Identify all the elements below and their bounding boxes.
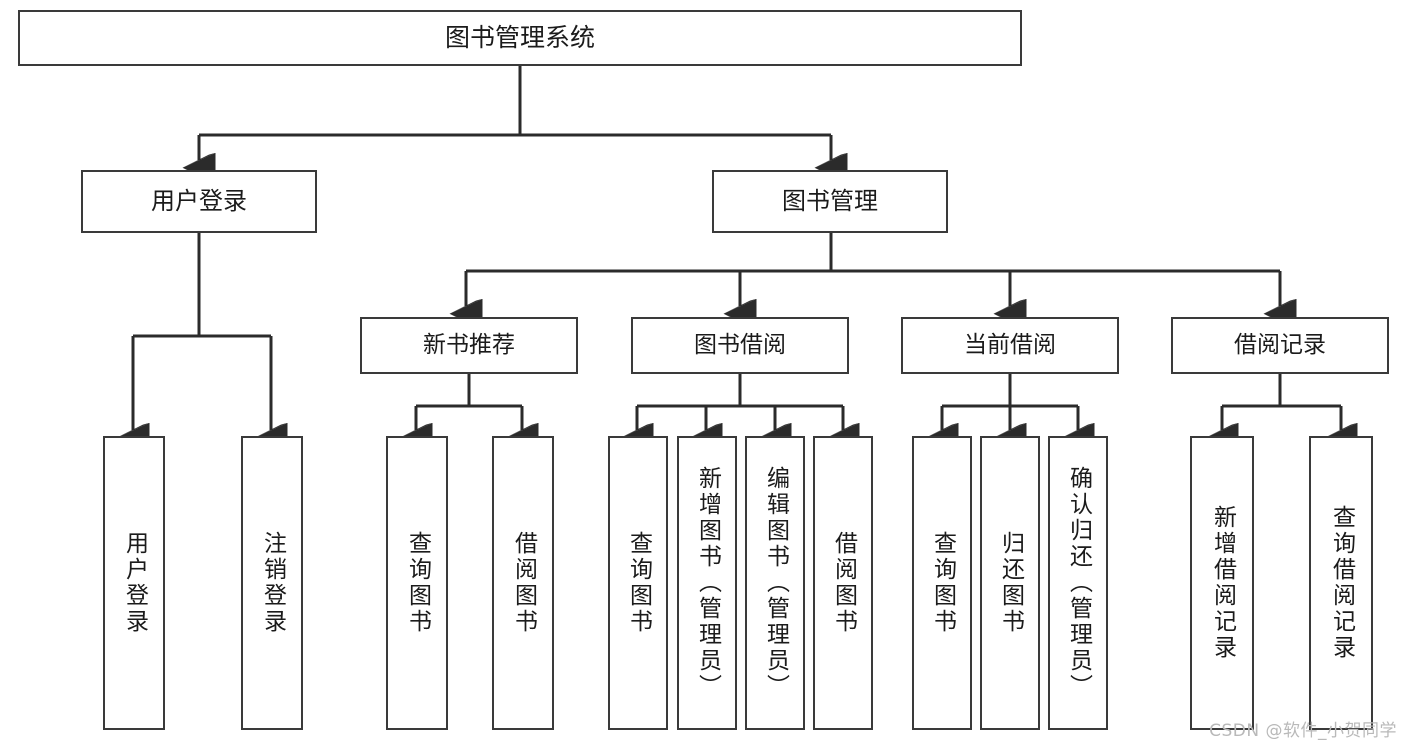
node-label: 归还图书 [997, 531, 1024, 635]
leaf-borrow-query-book[interactable]: 查询图书 [608, 436, 668, 730]
node-label: 图书借阅 [694, 331, 786, 358]
leaf-borrow-add-book-admin[interactable]: 新增图书（管理员） [677, 436, 737, 730]
node-label: 编辑图书（管理员） [762, 466, 789, 700]
node-label: 用户登录 [151, 187, 247, 216]
leaf-borrow-edit-book-admin[interactable]: 编辑图书（管理员） [745, 436, 805, 730]
node-label: 当前借阅 [964, 331, 1056, 358]
node-label: 新书推荐 [423, 331, 515, 358]
node-label: 查询图书 [404, 531, 431, 635]
leaf-current-return-book[interactable]: 归还图书 [980, 436, 1040, 730]
node-label: 图书管理系统 [444, 23, 595, 52]
node-label: 新增借阅记录 [1209, 505, 1236, 661]
leaf-user-login-logout[interactable]: 注销登录 [241, 436, 303, 730]
node-user-login[interactable]: 用户登录 [81, 170, 317, 233]
leaf-borrow-borrow-book[interactable]: 借阅图书 [813, 436, 873, 730]
leaf-current-query-book[interactable]: 查询图书 [912, 436, 972, 730]
leaf-recommend-borrow-book[interactable]: 借阅图书 [492, 436, 554, 730]
leaf-record-add-record[interactable]: 新增借阅记录 [1190, 436, 1254, 730]
node-current-borrow[interactable]: 当前借阅 [901, 317, 1119, 374]
node-new-book-recommend[interactable]: 新书推荐 [360, 317, 578, 374]
node-label: 图书管理 [782, 187, 878, 216]
leaf-record-query-record[interactable]: 查询借阅记录 [1309, 436, 1373, 730]
node-book-borrow[interactable]: 图书借阅 [631, 317, 849, 374]
node-label: 借阅记录 [1234, 331, 1326, 358]
node-label: 用户登录 [121, 531, 148, 635]
node-borrow-record[interactable]: 借阅记录 [1171, 317, 1389, 374]
leaf-current-confirm-return-admin[interactable]: 确认归还（管理员） [1048, 436, 1108, 730]
node-label: 新增图书（管理员） [694, 466, 721, 700]
node-root-system[interactable]: 图书管理系统 [18, 10, 1022, 66]
node-label: 注销登录 [259, 531, 286, 635]
node-label: 借阅图书 [510, 531, 537, 635]
node-label: 查询借阅记录 [1328, 505, 1355, 661]
node-label: 查询图书 [625, 531, 652, 635]
node-label: 借阅图书 [830, 531, 857, 635]
watermark-text: CSDN @软件_小贺同学 [1209, 721, 1397, 741]
leaf-recommend-query-book[interactable]: 查询图书 [386, 436, 448, 730]
node-label: 查询图书 [929, 531, 956, 635]
node-book-management[interactable]: 图书管理 [712, 170, 948, 233]
node-label: 确认归还（管理员） [1065, 466, 1092, 700]
leaf-user-login-login[interactable]: 用户登录 [103, 436, 165, 730]
